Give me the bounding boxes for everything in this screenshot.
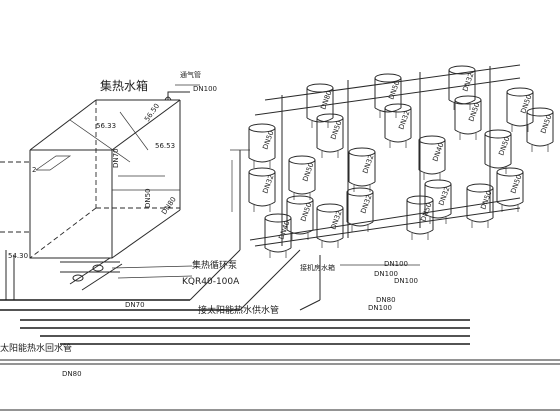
line-label-supply: 接太阳能热水供水管 [198,304,279,316]
main-pipelines [0,150,560,411]
pump-title: 集热循环泵 [192,259,237,271]
collector-unit: DN32 [424,179,452,224]
collector-unit: DN50 [526,107,554,152]
collector-pipe-label: DN50 [261,130,275,151]
line-label-dn80: DN80 [62,370,82,378]
collector-pipe-label: DN32 [461,72,475,93]
collector-pipe-label: DN50 [539,114,553,135]
collector-pipe-label: DN50 [301,162,315,183]
collector-pipe-label: DN32 [261,174,275,195]
collector-unit: DN50 [248,123,276,168]
vent-size: DN100 [193,85,217,93]
collector-pipe-label: DN32 [437,186,451,207]
dim-label: 56.53 [155,142,175,150]
collector-piping [230,64,521,247]
tank-title: 集热水箱 [100,78,148,93]
collector-pipe-label: DN50 [519,94,533,115]
header-size: DN80 [376,296,396,304]
collector-unit: DN50 [288,155,316,200]
collector-pipe-label: DN32 [361,154,375,175]
collector-unit: DN50 [496,167,524,212]
collector-pipe-label: DN40 [431,142,445,163]
vent-label: 通气管 [180,70,201,79]
line-label-dn70: DN70 [125,301,145,309]
collector-unit: DN40 [418,135,446,180]
line-label-return: 太阳能热水回水管 [0,342,72,354]
header-size: DN100 [394,277,418,285]
header-size: DN100 [374,270,398,278]
header-size: DN100 [384,260,408,268]
header-risers [299,255,420,311]
collector-pipe-label: DN40 [277,220,291,241]
drain-label: 接机房水箱 [300,263,335,272]
dim-label: 54.30 [8,252,28,260]
collector-pipe-label: DN50 [497,136,511,157]
pipe-label: DN50 [144,188,152,208]
collector-tank [29,99,181,259]
dim-label: 56.33 [96,122,116,130]
collector-unit: DN32 [346,187,374,232]
pipe-label: DN70 [112,148,120,168]
collector-pipe-label: DN32 [359,194,373,215]
tank-marker: 2 [32,166,36,174]
vent-pipe [164,84,200,101]
collector-pipe-label: DN50 [467,102,481,123]
tank-left-connections [0,161,30,300]
circulation-pump [60,257,193,291]
pump-model: KQR40-100A [182,277,240,287]
collector-unit: DN32 [384,103,412,148]
collector-pipe-label: DN50 [509,174,523,195]
header-size: DN100 [368,304,392,312]
collector-unit: DN32 [248,167,276,212]
collector-pipe-label: DN50 [299,202,313,223]
collector-pipe-label: DN32 [397,110,411,131]
collector-unit: DN50 [316,113,344,158]
collector-pipe-label: DN50 [329,120,343,141]
collector-pipe-label: DN50 [479,190,493,211]
collector-unit: DN32 [348,147,376,192]
collector-unit: DN50 [484,129,512,174]
